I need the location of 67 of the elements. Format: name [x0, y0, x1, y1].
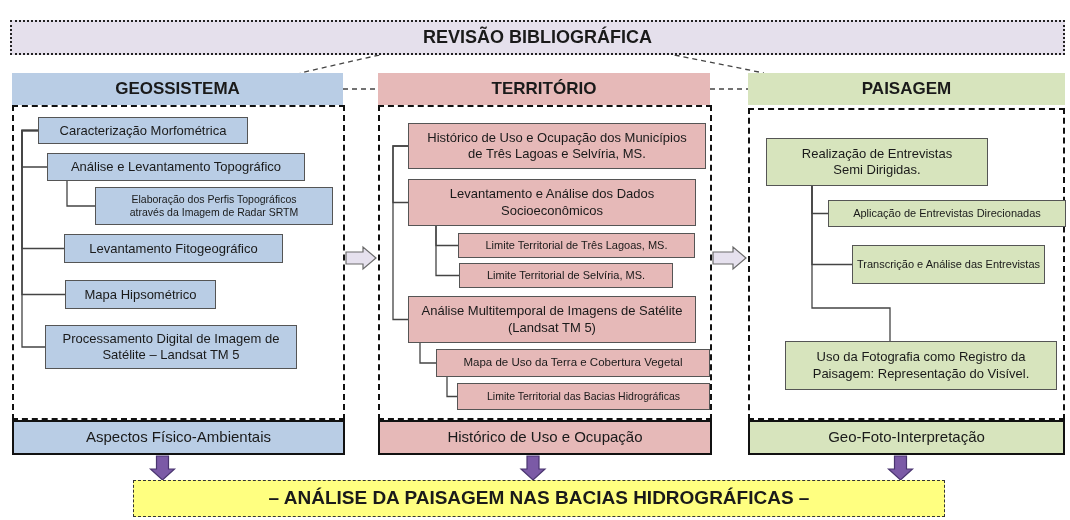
dashed-container: [378, 105, 712, 420]
heading-text: PAISAGEM: [861, 78, 952, 101]
step-text: Processamento Digital de Imagem de Satélite – Landsat TM 5: [61, 330, 281, 364]
step-text: Transcrição e Análise das Entrevistas: [857, 257, 1040, 272]
process-box: [47, 153, 305, 181]
block-arrow: [148, 455, 177, 481]
section-header: [12, 73, 343, 105]
block-arrow: [345, 245, 377, 271]
process-box: [766, 138, 988, 186]
step-text: Limite Territorial de Três Lagoas, MS.: [485, 238, 668, 254]
tree-connector: [66, 180, 96, 207]
tree-connector: [435, 225, 460, 277]
process-box: [828, 200, 1066, 227]
step-text: Histórico de Uso e Ocupação dos Municípios de Três Lagoas e Selvíria, MS.: [426, 129, 688, 163]
step-text: Análise e Levantamento Topográfico: [70, 158, 282, 177]
step-text: Mapa de Uso da Terra e Cobertura Vegetal: [463, 355, 683, 371]
step-text: Limite Territorial de Selvíria, MS.: [486, 268, 646, 284]
step-text: Aplicação de Entrevistas Direcionadas: [853, 206, 1041, 222]
process-box: [457, 383, 710, 410]
process-box: [436, 349, 710, 377]
process-box: [408, 179, 696, 226]
tree-connector: [21, 129, 46, 348]
section-header: [748, 73, 1065, 105]
title-banner: [10, 20, 1065, 55]
heading-text: Geo-Foto-Interpretação: [828, 427, 985, 448]
dashed-connector: [674, 54, 765, 74]
heading-text: TERRITÓRIO: [491, 78, 597, 101]
block-arrow: [886, 455, 915, 481]
heading-text: Histórico de Uso e Ocupação: [447, 427, 643, 448]
heading-text: Aspectos Físico-Ambientais: [85, 427, 272, 448]
process-box: [65, 280, 216, 309]
process-box: [64, 234, 283, 263]
tree-connector: [811, 185, 891, 342]
process-box: [852, 245, 1045, 284]
process-box: [458, 233, 695, 258]
result-box: [378, 420, 712, 455]
step-text: Levantamento e Análise dos Dados Socioeconômicos: [448, 186, 656, 219]
heading-text: – ANÁLISE DA PAISAGEM NAS BACIAS HIDROGRÁFICAS –: [268, 486, 810, 511]
step-text: Limite Territorial das Bacias Hidrográficas: [487, 388, 680, 404]
heading-text: REVISÃO BIBLIOGRÁFICA: [423, 25, 652, 49]
conclusion-banner: [133, 480, 945, 517]
process-box: [459, 263, 673, 288]
result-box: [12, 420, 345, 455]
process-box: [408, 296, 696, 343]
process-box: [38, 117, 248, 144]
step-text: Caracterização Morfométrica: [59, 121, 227, 140]
process-box: [45, 325, 297, 369]
dashed-connector: [709, 88, 749, 90]
step-text: Realização de Entrevistas Semi Dirigidas.: [800, 145, 954, 179]
result-box: [748, 420, 1065, 455]
tree-connector: [419, 342, 437, 364]
section-header: [378, 73, 710, 105]
heading-text: GEOSSISTEMA: [115, 78, 240, 101]
tree-connector: [392, 145, 409, 321]
tree-connector: [446, 376, 458, 398]
step-text: Elaboração dos Perfis Topográficos através da Imagem de Radar SRTM: [128, 192, 300, 220]
block-arrow: [519, 455, 547, 481]
dashed-container: [12, 105, 345, 420]
process-box: [408, 123, 706, 169]
step-text: Uso da Fotografia como Registro da Paisagem: Representação do Visível.: [811, 349, 1031, 382]
dashed-container: [748, 108, 1065, 420]
step-text: Análise Multitemporal de Imagens de Satélite (Landsat TM 5): [420, 303, 684, 336]
step-text: Levantamento Fitogeográfico: [89, 239, 258, 258]
step-text: Mapa Hipsométrico: [84, 285, 197, 304]
process-box: [785, 341, 1057, 390]
block-arrow: [712, 245, 747, 271]
process-box: [95, 187, 333, 225]
